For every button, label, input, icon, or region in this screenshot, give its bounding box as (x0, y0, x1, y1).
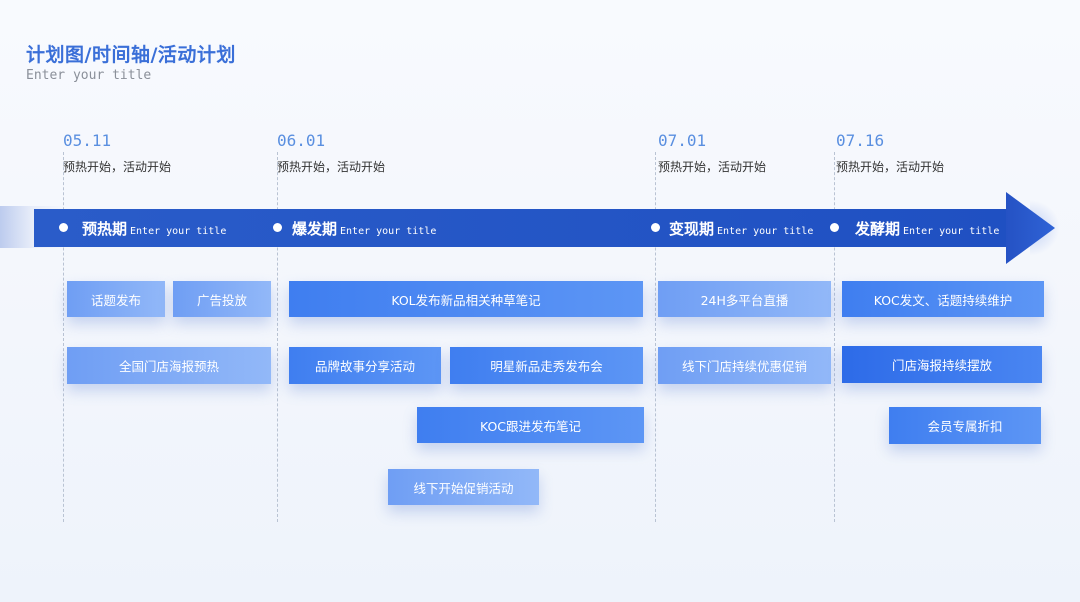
task-box: 门店海报持续摆放 (842, 346, 1042, 383)
task-box: 全国门店海报预热 (67, 347, 271, 384)
milestone-note-3: 预热开始，活动开始 (658, 160, 767, 174)
task-box: 明星新品走秀发布会 (450, 347, 643, 384)
milestone-guide-4 (834, 152, 835, 522)
milestone-dot-2 (273, 223, 282, 232)
task-box: 线下开始促销活动 (388, 469, 539, 505)
page-subtitle: Enter your title (26, 68, 152, 83)
task-box: 线下门店持续优惠促销 (658, 347, 831, 384)
milestone-guide-3 (655, 152, 656, 522)
phase-name: 变现期 (669, 220, 715, 238)
phase-name: 爆发期 (292, 220, 338, 238)
milestone-note-2: 预热开始，活动开始 (277, 160, 386, 174)
phase-subtitle: Enter your title (130, 226, 227, 237)
page-title: 计划图/时间轴/活动计划 (26, 44, 236, 66)
phase-subtitle: Enter your title (340, 226, 437, 237)
milestone-date-4: 07.16 (836, 131, 885, 150)
task-box: KOC跟进发布笔记 (417, 407, 644, 443)
task-box: 话题发布 (67, 281, 165, 317)
milestone-dot-1 (59, 223, 68, 232)
task-box: 广告投放 (173, 281, 271, 317)
milestone-date-3: 07.01 (658, 131, 707, 150)
task-box: 品牌故事分享活动 (289, 347, 441, 384)
milestone-dot-4 (830, 223, 839, 232)
milestone-guide-2 (277, 152, 278, 522)
task-box: 24H多平台直播 (658, 281, 831, 317)
task-box: 会员专属折扣 (889, 407, 1041, 444)
milestone-dot-3 (651, 223, 660, 232)
milestone-note-4: 预热开始，活动开始 (836, 160, 945, 174)
phase-name: 发酵期 (855, 220, 901, 238)
milestone-note-1: 预热开始，活动开始 (63, 160, 172, 174)
task-box: KOL发布新品相关种草笔记 (289, 281, 643, 317)
phase-subtitle: Enter your title (717, 226, 814, 237)
milestone-guide-1 (63, 152, 64, 522)
milestone-date-1: 05.11 (63, 131, 112, 150)
milestone-date-2: 06.01 (277, 131, 326, 150)
task-box: KOC发文、话题持续维护 (842, 281, 1044, 317)
phase-subtitle: Enter your title (903, 226, 1000, 237)
phase-name: 预热期 (82, 220, 128, 238)
